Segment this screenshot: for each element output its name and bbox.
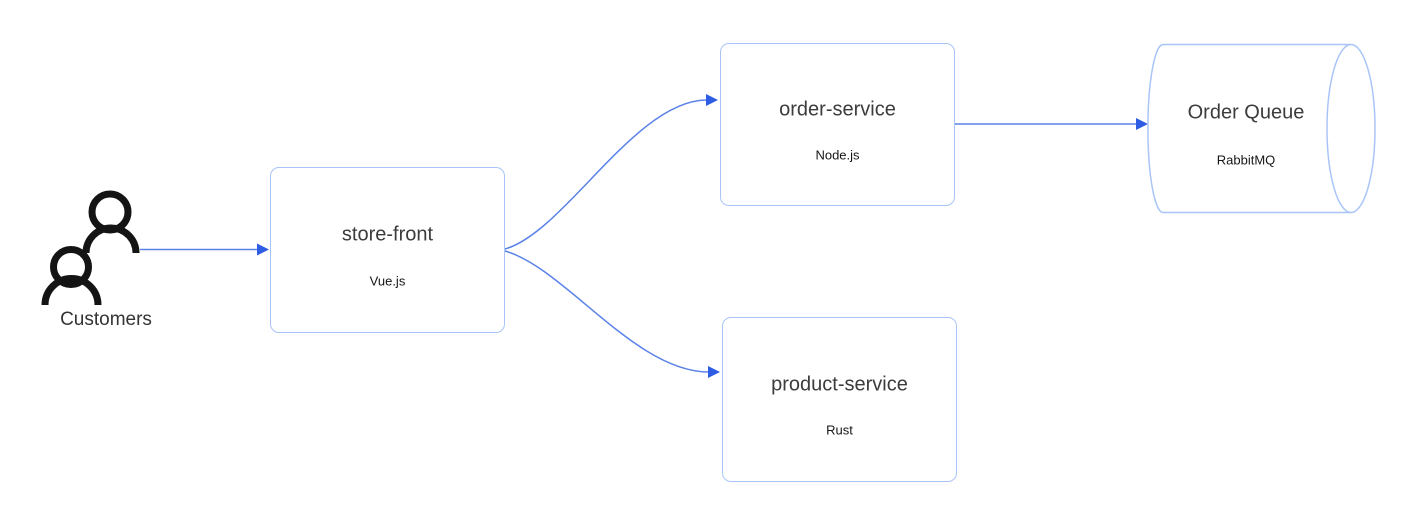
order-queue-subtitle: RabbitMQ (1216, 152, 1276, 168)
store-front-title: store-front (341, 223, 434, 246)
node-order-queue: Order Queue RabbitMQ (1146, 43, 1346, 213)
customers-label: Customers (60, 309, 152, 330)
order-queue-title: Order Queue (1187, 101, 1305, 124)
users-icon (41, 190, 140, 306)
node-store-front: store-front Vue.js (270, 167, 505, 333)
product-service-title: product-service (771, 373, 908, 396)
store-front-subtitle: Vue.js (369, 273, 406, 289)
node-order-service: order-service Node.js (720, 43, 955, 206)
edge-store-front-to-product-service (504, 250, 720, 378)
edge-store-front-to-order-service (504, 94, 718, 250)
order-service-title: order-service (779, 98, 896, 121)
node-product-service: product-service Rust (722, 317, 957, 482)
product-service-subtitle: Rust (826, 422, 853, 438)
order-service-subtitle: Node.js (815, 147, 860, 163)
